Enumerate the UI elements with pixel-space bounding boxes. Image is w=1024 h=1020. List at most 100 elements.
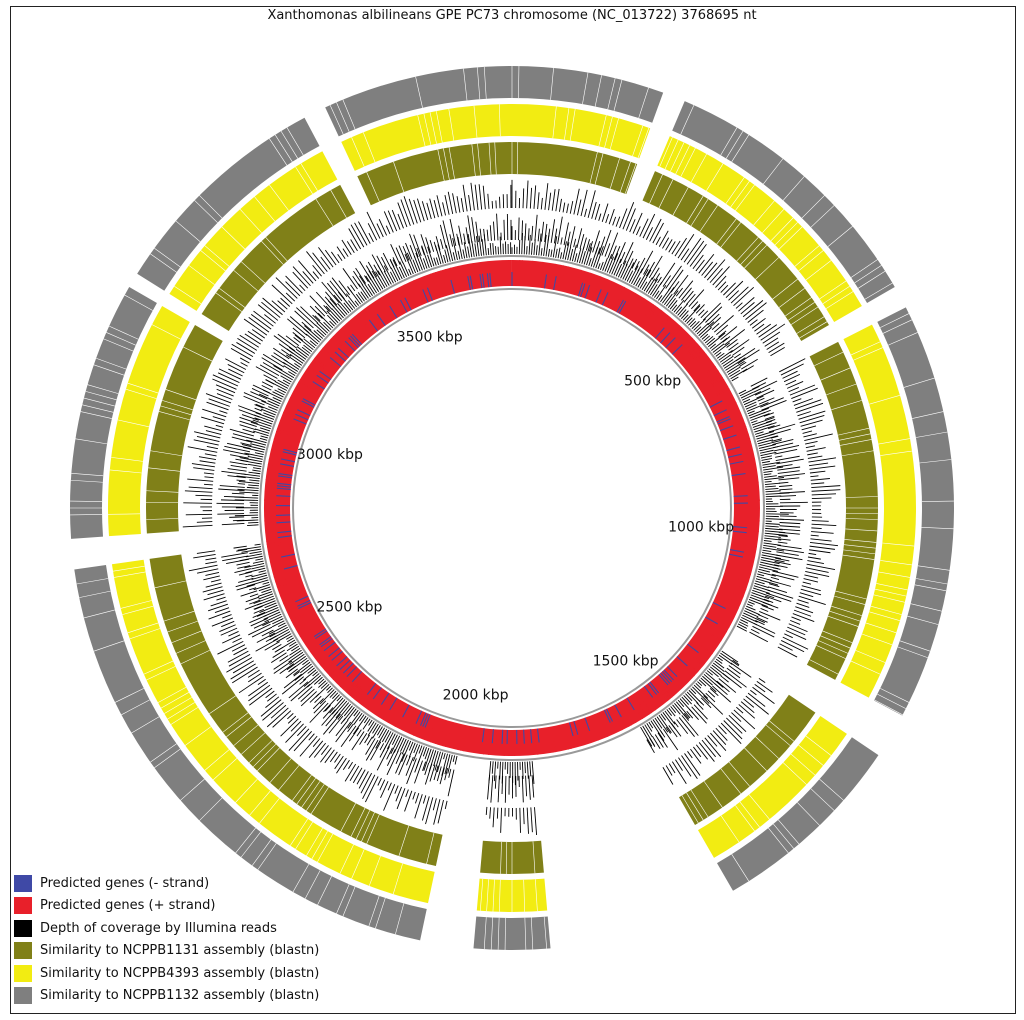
- similarity-band-ncppb4393-streak: [429, 112, 437, 144]
- similarity-band-ncppb1132-streak: [85, 391, 117, 401]
- similarity-band-ncppb1131-streak: [755, 736, 780, 759]
- coverage-bar: [295, 348, 308, 358]
- coverage-bar: [210, 600, 227, 607]
- similarity-band-ncppb4393-streak: [129, 628, 161, 640]
- gene-minus-strand: [661, 671, 673, 683]
- coverage-bar: [232, 660, 255, 674]
- coverage-bar: [335, 702, 350, 719]
- similarity-band-ncppb4393-streak: [368, 855, 381, 887]
- coverage-bar: [589, 241, 593, 252]
- coverage-bar: [756, 435, 778, 442]
- coverage-bar: [218, 368, 242, 380]
- similarity-band-ncppb1132-streak: [914, 584, 947, 592]
- coverage-bar: [367, 722, 377, 736]
- coverage-bar: [528, 234, 531, 255]
- coverage-bar: [587, 190, 596, 218]
- coverage-bar: [537, 228, 540, 242]
- gene-minus-strand: [389, 697, 398, 711]
- coverage-bar: [762, 461, 781, 466]
- gene-plus-strand: [622, 713, 630, 727]
- coverage-bar: [220, 499, 245, 501]
- coverage-bar: [398, 266, 405, 279]
- coverage-bar: [231, 436, 253, 443]
- coverage-bar: [392, 257, 398, 267]
- coverage-bar: [765, 525, 779, 528]
- coverage-bar: [273, 657, 291, 670]
- coverage-bar: [488, 761, 492, 784]
- gene-plus-strand: [355, 689, 366, 702]
- coverage-bar: [271, 284, 293, 305]
- coverage-bar: [206, 401, 229, 411]
- coverage-bar: [631, 269, 640, 285]
- coverage-bar: [646, 723, 653, 732]
- coverage-bar: [632, 212, 643, 234]
- coverage-bar: [695, 682, 702, 689]
- coverage-bar: [253, 600, 276, 610]
- similarity-band-ncppb1132-streak: [368, 895, 380, 927]
- coverage-bar: [780, 363, 804, 376]
- coverage-bar: [241, 548, 262, 553]
- coverage-bar: [610, 245, 617, 260]
- gene-minus-strand: [426, 287, 433, 301]
- gene-minus-strand: [523, 729, 525, 744]
- coverage-bar: [678, 757, 692, 777]
- similarity-band-ncppb1132-streak: [907, 615, 939, 625]
- coverage-bar: [730, 339, 750, 354]
- gene-plus-strand: [273, 438, 288, 444]
- similarity-band-ncppb1132-streak: [827, 226, 853, 247]
- similarity-band-ncppb1132-streak: [915, 431, 948, 438]
- coverage-bar: [253, 595, 274, 605]
- similarity-band-ncppb1131-streak: [690, 198, 709, 227]
- gene-plus-strand: [602, 723, 609, 737]
- gene-minus-strand: [276, 487, 291, 490]
- similarity-band-ncppb1131-streak: [814, 351, 844, 367]
- coverage-bar: [334, 755, 344, 770]
- coverage-bar: [760, 323, 786, 341]
- coverage-bar: [260, 408, 276, 416]
- similarity-band-ncppb4393-streak: [289, 818, 309, 846]
- similarity-band-ncppb1132-streak: [96, 357, 127, 370]
- similarity-band-ncppb1132-streak: [257, 843, 277, 870]
- coverage-bar: [531, 225, 534, 241]
- gene-plus-strand: [725, 602, 739, 610]
- coverage-bar: [562, 202, 566, 213]
- coverage-bar: [288, 346, 307, 360]
- gene-plus-strand: [716, 388, 730, 396]
- coverage-bar: [375, 271, 386, 289]
- coverage-bar: [752, 382, 767, 390]
- coverage-bar: [710, 732, 727, 751]
- gene-minus-strand: [584, 717, 591, 732]
- gene-plus-strand: [664, 684, 675, 697]
- coverage-bar: [559, 198, 562, 212]
- similarity-band-ncppb1131-streak: [355, 810, 371, 840]
- coverage-bar: [810, 534, 819, 537]
- coverage-bar: [449, 218, 457, 247]
- coverage-bar: [648, 255, 663, 279]
- coverage-bar: [462, 184, 468, 212]
- ring-coverage-outer: [182, 179, 841, 836]
- coverage-bar: [712, 685, 732, 703]
- coverage-bar: [700, 310, 709, 319]
- coverage-bar: [248, 484, 260, 487]
- coverage-bar: [312, 314, 330, 332]
- coverage-bar: [259, 604, 278, 614]
- coverage-bar: [746, 402, 769, 412]
- coverage-bar: [486, 229, 489, 242]
- coverage-bar: [718, 330, 727, 338]
- coverage-bar: [569, 248, 574, 261]
- coverage-bar: [719, 354, 732, 363]
- coverage-bar: [764, 480, 772, 483]
- gene-plus-strand: [744, 529, 759, 532]
- gene-minus-strand: [666, 666, 678, 678]
- coverage-bar: [526, 180, 529, 209]
- gene-minus-strand: [649, 681, 660, 694]
- coverage-bar: [323, 304, 330, 312]
- similarity-band-ncppb4393-streak: [664, 139, 679, 170]
- coverage-bar: [726, 717, 743, 734]
- similarity-band-ncppb1131-streak: [845, 496, 878, 498]
- coverage-bar: [739, 361, 747, 367]
- coverage-bar: [698, 321, 715, 337]
- coverage-bar: [711, 337, 728, 351]
- similarity-band-ncppb1132-streak: [240, 831, 261, 858]
- coverage-bar: [414, 760, 423, 784]
